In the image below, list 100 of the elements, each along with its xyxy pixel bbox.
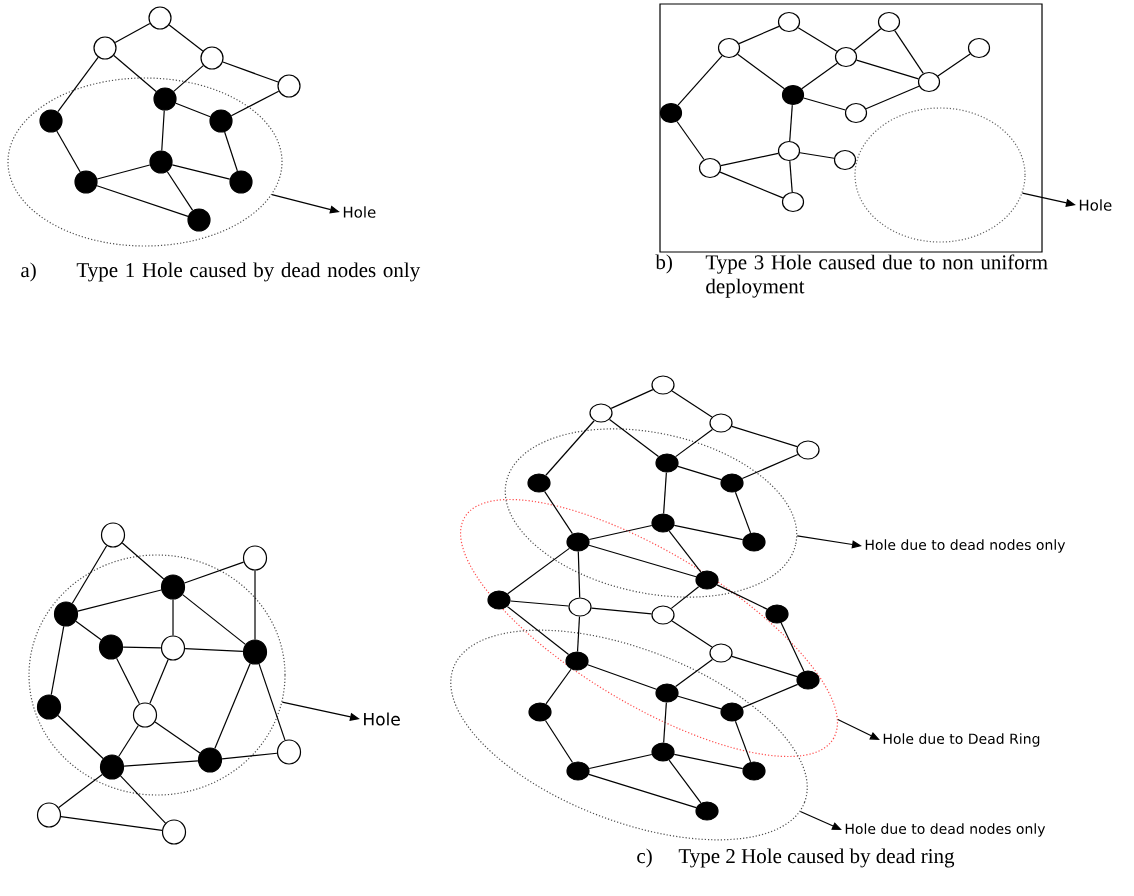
caption: a) [21,262,36,282]
sensor-node [655,453,679,473]
link-line [610,389,654,409]
hole-label: Hole [343,206,376,218]
leader-arrow [837,718,880,740]
caption: Type 3 Hole caused due to non uniform deployment [705,254,1048,298]
sensor-node [695,801,719,821]
link-line [588,544,697,578]
link-line [184,648,244,652]
sensor-node [709,413,733,433]
link-line [544,490,574,535]
link-line [741,453,799,480]
sensor-node [589,403,613,423]
link-line [96,185,189,217]
link-line [677,55,723,106]
link-line [894,30,924,74]
link-line [221,752,278,760]
sensor-node [229,170,253,194]
sensor-node [200,46,224,70]
link-line [587,664,657,690]
sensor-node [796,440,820,460]
link-line [161,110,165,152]
link-line [224,131,238,172]
link-line [168,24,204,52]
caption: b) [655,254,672,274]
link-line [545,420,595,476]
link-line [734,720,752,763]
link-line [58,773,103,809]
sensor-node [98,634,124,660]
hole-label: Hole due to dead nodes only [845,823,1046,837]
link-line [57,714,104,760]
sensor-node [276,739,302,765]
hole-label: Hole due to Dead Ring [883,733,1040,747]
link-line [663,702,667,743]
link-line [118,724,139,758]
sensor-node [834,46,858,68]
link-line [222,61,279,83]
link-line [122,646,162,649]
sensor-node [659,102,683,124]
sensor-node [36,802,62,828]
link-line [183,561,245,584]
sensor-node [777,140,801,162]
leader-arrow [799,810,842,830]
sensor-node [698,157,722,179]
link-line [57,56,99,113]
link-line [716,584,768,610]
sensor-node [796,670,820,690]
link-line [258,663,286,741]
leader-arrow [281,701,360,721]
sensor-node [53,601,79,627]
link-line [56,130,81,173]
link-line [731,425,798,448]
sensor-node [209,109,233,133]
sensor-node [36,694,62,720]
caption: Type 2 Hole caused by dead ring [678,848,955,868]
link-line [149,658,169,705]
link-line [577,551,581,598]
sensor-node [655,683,679,703]
hole-ellipse [28,554,286,796]
sensor-node [160,574,186,600]
link-line [803,97,846,111]
sensor-node [967,37,991,59]
link-line [254,570,256,640]
caption: Type 1 Hole caused by dead nodes only [76,262,421,282]
link-line [780,622,805,672]
sensor-node [917,71,941,93]
sensor-node [161,819,187,845]
link-line [799,152,835,159]
link-line [509,600,570,607]
sensor-node [781,191,805,213]
link-line [673,524,744,541]
sensor-node [695,570,719,590]
sensor-node [833,149,857,171]
link-line [123,760,199,767]
leader-arrow [1021,192,1076,207]
sensor-node [568,597,592,617]
sensor-node [148,6,172,30]
sensor-node [565,651,589,671]
sensor-node [765,604,789,624]
link-line [172,599,174,636]
sensor-node [39,109,63,133]
link-line [853,28,882,51]
sensor-node [720,473,744,493]
link-line [576,616,581,652]
sensor-node [527,473,551,493]
sensor-node [651,605,675,625]
sensor-node [651,375,675,395]
link-line [173,65,204,92]
link-line [171,164,231,180]
sensor-node [242,545,268,571]
link-line [855,59,920,80]
link-line [166,171,194,211]
link-line [588,773,697,809]
sensor-node [877,11,901,33]
leader-arrow [271,193,340,214]
link-line [608,418,660,458]
sensor-node [277,74,301,98]
link-line [182,594,246,645]
link-line [720,152,779,167]
hole-ellipse [7,77,283,247]
